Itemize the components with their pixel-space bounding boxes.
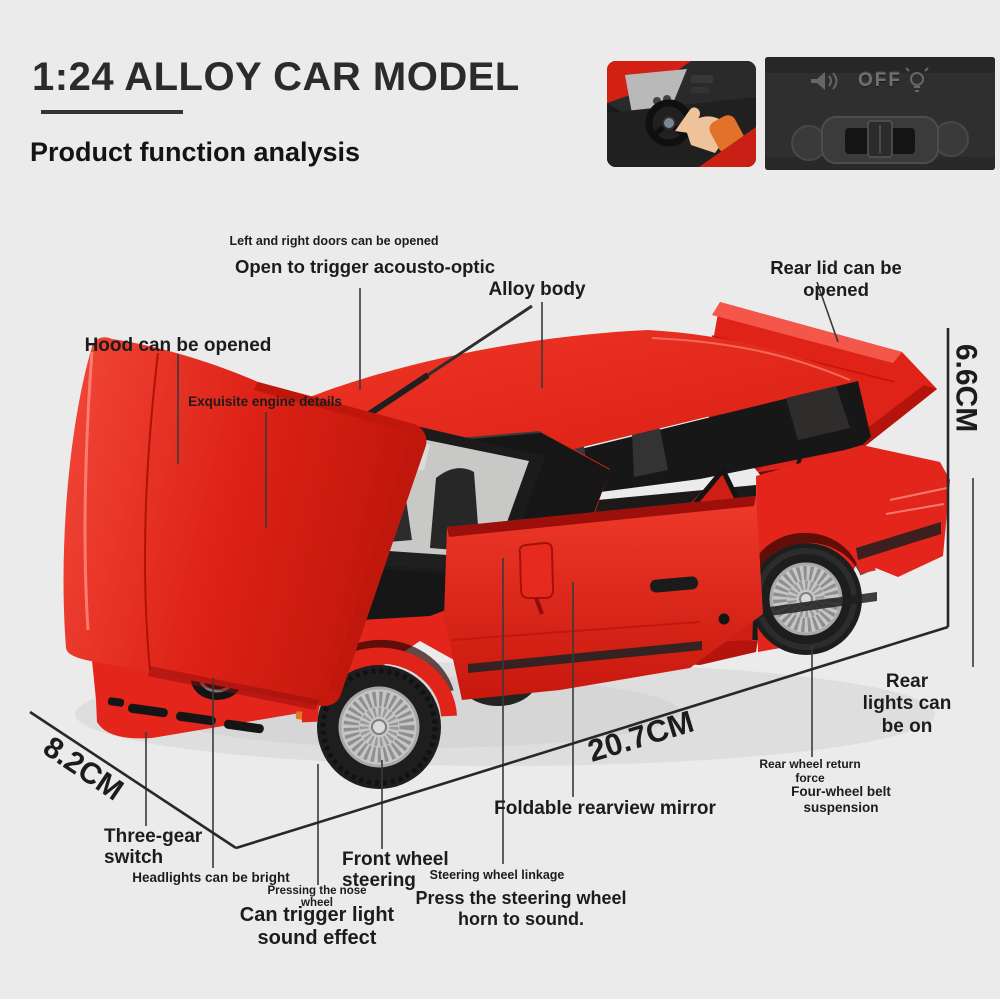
label-front-wheel: Front wheel steering [342, 849, 449, 892]
label-steering-linkage: Steering wheel linkage [429, 868, 565, 882]
rear-bumper-strip [856, 522, 941, 560]
page-title: 1:24 ALLOY CAR MODEL [32, 55, 520, 99]
rear-wheel [732, 516, 876, 655]
label-engine: Exquisite engine details [188, 394, 342, 409]
label-four-wheel: Four-wheel belt suspension [791, 784, 891, 815]
leader-lines [145, 281, 974, 885]
open-hood [63, 337, 427, 710]
label-hood: Hood can be opened [84, 335, 272, 356]
bulb-icon [905, 67, 929, 92]
label-doors-small: Left and right doors can be opened [229, 234, 439, 248]
inset-photo-horn-demo [607, 61, 756, 167]
dimension-lines [29, 328, 950, 850]
dimension-line-width [29, 710, 237, 850]
dimension-height: 6.6CM [949, 343, 983, 433]
dimension-line-length [235, 625, 949, 850]
page-subtitle: Product function analysis [30, 137, 361, 167]
door-mirror [518, 541, 555, 615]
open-driver-door [444, 496, 763, 700]
label-doors-big: Open to trigger acousto-optic [234, 256, 496, 277]
label-headlights: Headlights can be bright [132, 870, 290, 885]
label-three-gear: Three-gear switch [104, 826, 203, 869]
title-underline [41, 110, 183, 114]
door-handle [650, 576, 699, 593]
label-rear-wheel-return: Rear wheel return force [759, 757, 861, 785]
switch-off-label: OFF [858, 70, 902, 91]
quarter-trim-strip [733, 592, 877, 621]
inset-photo-switch [765, 57, 995, 170]
door-lock [718, 613, 730, 625]
slide-switch [791, 116, 969, 164]
speaker-icon [811, 72, 838, 90]
label-rear-lid: Rear lid can be opened [770, 257, 902, 300]
label-press-steering: Press the steering wheel horn to sound. [415, 888, 627, 930]
label-foldable-mirror: Foldable rearview mirror [494, 798, 716, 819]
leader-rear-lid [816, 281, 839, 343]
label-alloy-body: Alloy body [488, 279, 586, 300]
label-pressing-nose: Pressing the nose wheel [267, 885, 367, 909]
label-rear-lights: Rear lights can be on [862, 671, 952, 737]
grille-slots [107, 697, 264, 734]
label-can-trigger: Can trigger light sound effect [239, 904, 395, 949]
